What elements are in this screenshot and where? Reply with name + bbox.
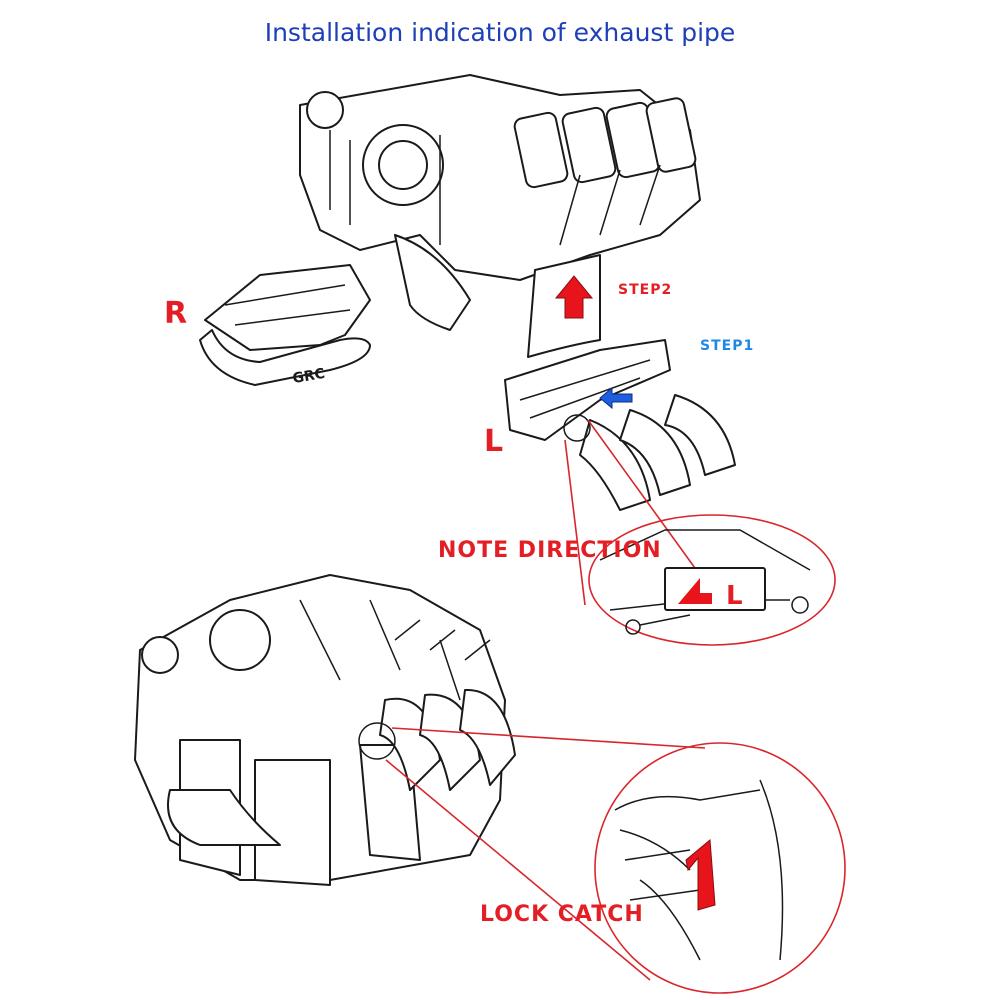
brand-mark: GRC: [291, 366, 326, 387]
diagram-title: Installation indication of exhaust pipe: [264, 18, 736, 47]
step2-label: STEP2: [618, 282, 673, 298]
left-side-label: L: [484, 424, 504, 459]
note-direction-zoom-detail: L: [599, 529, 811, 635]
direction-arrow-mark: [678, 578, 712, 604]
left-callout-origin: [563, 414, 591, 442]
lock-catch-mark: [685, 838, 716, 911]
lock-catch-zoom-detail: [614, 779, 784, 961]
right-side-label: R: [164, 296, 188, 331]
right-exhaust-header: GRC: [199, 264, 371, 387]
heat-shield-left: [394, 234, 471, 331]
note-direction-zoom-circle: [588, 514, 836, 646]
step1-label: STEP1: [700, 338, 755, 354]
engine-block-top: [299, 74, 701, 281]
lock-catch-label: LOCK CATCH: [480, 902, 644, 927]
direction-letter: L: [726, 581, 743, 611]
lock-catch-zoom-circle: [594, 742, 846, 994]
step1-arrow: [599, 386, 633, 410]
lock-catch-origin: [358, 722, 396, 760]
engine-assembled-bottom: [134, 574, 516, 886]
intake-runners: [513, 97, 697, 189]
lock-catch-leader: [385, 727, 706, 981]
note-direction-label: NOTE DIRECTION: [438, 538, 662, 563]
heat-shield-right: [527, 254, 601, 358]
note-direction-leader: [564, 419, 701, 606]
step2-arrow: [554, 275, 594, 319]
left-exhaust-header: [504, 339, 736, 511]
